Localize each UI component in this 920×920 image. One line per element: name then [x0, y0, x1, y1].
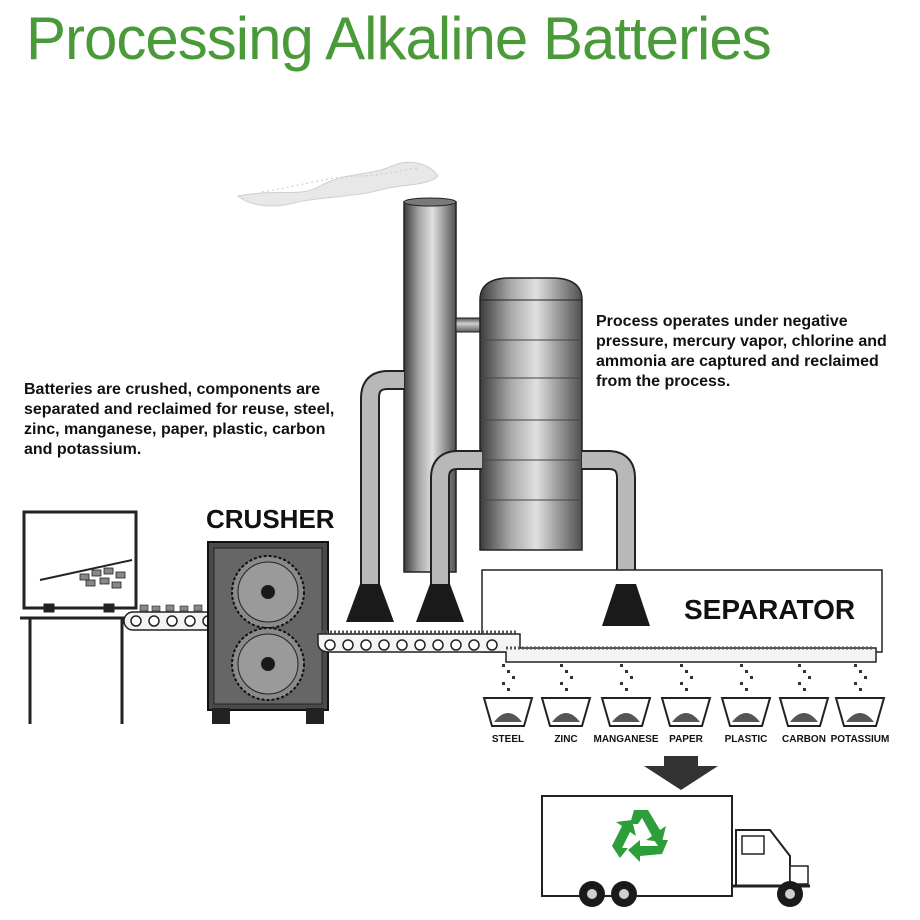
- ducts: [360, 370, 636, 584]
- separator-housing: [481, 569, 883, 653]
- falling-particle: [808, 676, 811, 679]
- bin-contents: [732, 713, 760, 722]
- falling-particle: [680, 682, 683, 685]
- loading-hopper: [20, 510, 140, 724]
- falling-particle: [798, 682, 801, 685]
- falling-particle: [859, 688, 862, 691]
- falling-particle: [685, 670, 688, 673]
- bin-label-paper: PAPER: [669, 734, 703, 745]
- falling-particle: [620, 664, 623, 667]
- bin-manganese: [600, 697, 652, 727]
- bin-label-plastic: PLASTIC: [724, 734, 768, 745]
- falling-particle: [740, 682, 743, 685]
- falling-particle: [685, 688, 688, 691]
- right-description: Process operates under negative pressure…: [596, 313, 887, 390]
- bin-label-manganese: MANGANESE: [593, 734, 659, 745]
- bin-label-zinc: ZINC: [554, 734, 578, 745]
- falling-particle: [803, 688, 806, 691]
- recycle-icon: [612, 810, 668, 862]
- bin-potassium: [834, 697, 886, 727]
- falling-particle: [859, 670, 862, 673]
- falling-particle: [745, 688, 748, 691]
- bin-label-carbon: CARBON: [782, 734, 826, 745]
- falling-particle: [745, 670, 748, 673]
- bin-contents: [612, 713, 640, 722]
- falling-particle: [565, 688, 568, 691]
- bin-contents: [672, 713, 700, 722]
- bin-plastic: [720, 697, 772, 727]
- falling-particle: [502, 682, 505, 685]
- bin-steel: [482, 697, 534, 727]
- falling-particle: [625, 670, 628, 673]
- falling-particle: [502, 664, 505, 667]
- falling-particle: [560, 664, 563, 667]
- scrubber-unit: [479, 277, 583, 551]
- falling-particle: [864, 676, 867, 679]
- falling-particle: [630, 676, 633, 679]
- falling-particle: [620, 682, 623, 685]
- falling-particle: [750, 676, 753, 679]
- falling-particle: [803, 670, 806, 673]
- falling-particle: [570, 676, 573, 679]
- smoke: [236, 161, 439, 207]
- bin-contents: [552, 713, 580, 722]
- down-arrow-icon: [644, 756, 718, 790]
- falling-particle: [854, 682, 857, 685]
- bin-label-steel: STEEL: [491, 734, 525, 745]
- falling-particle: [798, 664, 801, 667]
- falling-particle: [507, 670, 510, 673]
- falling-particle: [625, 688, 628, 691]
- bin-zinc: [540, 697, 592, 727]
- page-title: Processing Alkaline Batteries: [26, 5, 772, 72]
- collection-hoods: [346, 584, 650, 626]
- crusher-label: CRUSHER: [206, 504, 335, 534]
- recycling-truck: [541, 795, 810, 907]
- main-conveyor: [317, 630, 877, 663]
- falling-particle: [565, 670, 568, 673]
- crusher: [207, 541, 329, 724]
- falling-particle: [560, 682, 563, 685]
- separator-bins: [482, 664, 886, 727]
- bin-paper: [660, 697, 712, 727]
- falling-particle: [512, 676, 515, 679]
- chimney-stack: [403, 197, 457, 573]
- falling-particle: [854, 664, 857, 667]
- falling-particle: [690, 676, 693, 679]
- bin-label-potassium: POTASSIUM: [830, 734, 890, 745]
- bin-carbon: [778, 697, 830, 727]
- bin-contents: [494, 713, 522, 722]
- falling-particle: [680, 664, 683, 667]
- falling-particle: [740, 664, 743, 667]
- separator-label: SEPARATOR: [684, 594, 856, 625]
- falling-particle: [507, 688, 510, 691]
- bin-contents: [846, 713, 874, 722]
- bin-contents: [790, 713, 818, 722]
- left-description: Batteries are crushed, components are se…: [24, 381, 335, 458]
